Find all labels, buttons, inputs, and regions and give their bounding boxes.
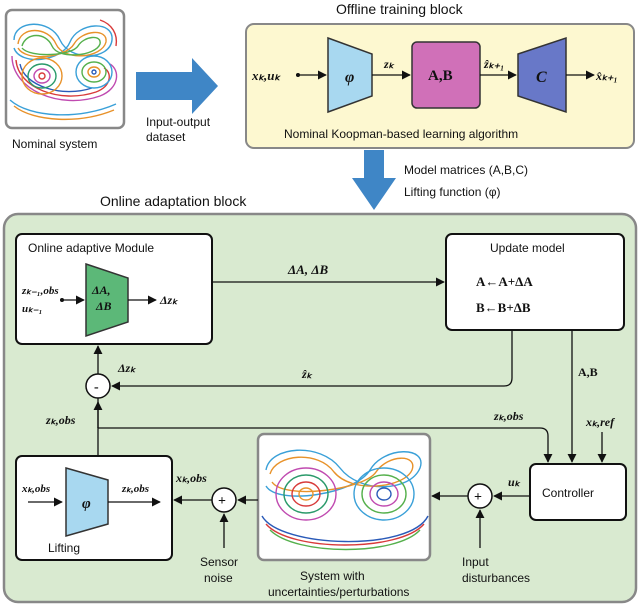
offline-phi-label: φ [345, 69, 354, 86]
zhat-label: ẑₖ [301, 367, 314, 381]
controller-block [529, 463, 627, 521]
uk-label: uₖ [508, 475, 522, 489]
zhat-feedback [111, 330, 513, 391]
update-title: Update model [490, 241, 565, 255]
offline-ab-label: A,B [428, 68, 453, 84]
offline-footer: Nominal Koopman-based learning algorithm [284, 127, 518, 141]
offline-zhat-label: ẑₖ₊₁ [483, 57, 504, 71]
dataset-label-line2: dataset [146, 130, 186, 144]
adaptive-in2: uₖ₋₁ [22, 303, 42, 315]
lifting-phi: φ [82, 496, 91, 512]
adaptive-block-line2: ΔB [95, 299, 112, 313]
model-line1: Model matrices (A,B,C) [404, 163, 528, 177]
offline-z-label: zₖ [383, 57, 396, 71]
system-line1: System with [300, 569, 365, 583]
offline-phi-block [327, 36, 373, 114]
system-line2: uncertainties/perturbations [268, 585, 409, 599]
offline-input-label: xₖ,uₖ [251, 68, 282, 83]
online-title: Online adaptation block [100, 193, 247, 209]
disturb-plus: + [474, 490, 482, 505]
update-eq1: A←A+ΔA [476, 274, 533, 289]
lifting-phi-block [65, 467, 109, 537]
controller-label: Controller [542, 486, 594, 500]
zobs-right-label: zₖ,obs [493, 409, 524, 423]
dataset-arrow [136, 58, 218, 114]
offline-c-label: C [536, 69, 547, 86]
lifting-title: Lifting [48, 541, 80, 555]
offline-xhat-label: x̂ₖ₊₁ [595, 69, 618, 83]
ab-signal-label: A,B [578, 365, 598, 379]
sensor-plus: + [218, 494, 226, 509]
offline-input-dot [296, 73, 300, 77]
model-line2: Lifting function (φ) [404, 185, 501, 199]
adaptive-in1: zₖ₋₁,obs [21, 285, 59, 297]
zobs-left-label: zₖ,obs [45, 413, 76, 427]
dab-label: ΔA, ΔB [287, 262, 328, 277]
adaptive-title: Online adaptive Module [28, 241, 154, 255]
dataset-label-line1: Input-output [146, 115, 211, 129]
disturb-line1: Input [462, 555, 489, 569]
adaptive-nn-block [85, 262, 129, 338]
disturb-line2: disturbances [462, 571, 530, 585]
update-eq2: B←B+ΔB [476, 300, 531, 315]
update-model [445, 233, 625, 331]
adaptive-in-dot [60, 298, 64, 302]
offline-c-block [517, 36, 567, 114]
model-arrow [352, 150, 396, 210]
lifting-out: zₖ,obs [121, 483, 149, 495]
adaptive-block-line1: ΔA, [91, 283, 111, 297]
nominal-system-frame [4, 8, 126, 130]
minus-label: - [94, 380, 99, 395]
zobs-line [97, 427, 553, 463]
xref-label: xₖ,ref [585, 415, 615, 429]
adaptive-out: Δzₖ [159, 293, 179, 307]
nominal-phase-portrait [9, 19, 118, 121]
offline-title: Offline training block [336, 1, 464, 17]
nominal-system-label: Nominal system [12, 137, 97, 151]
sensor-line1: Sensor [200, 555, 238, 569]
system-phase-portrait [261, 449, 429, 551]
lifting-in: xₖ,obs [21, 483, 50, 495]
sensor-line2: noise [204, 571, 233, 585]
system-block [256, 432, 432, 562]
nominal-system [4, 8, 126, 130]
dz-label: Δzₖ [117, 361, 137, 375]
xobs-label: xₖ,obs [175, 471, 207, 485]
